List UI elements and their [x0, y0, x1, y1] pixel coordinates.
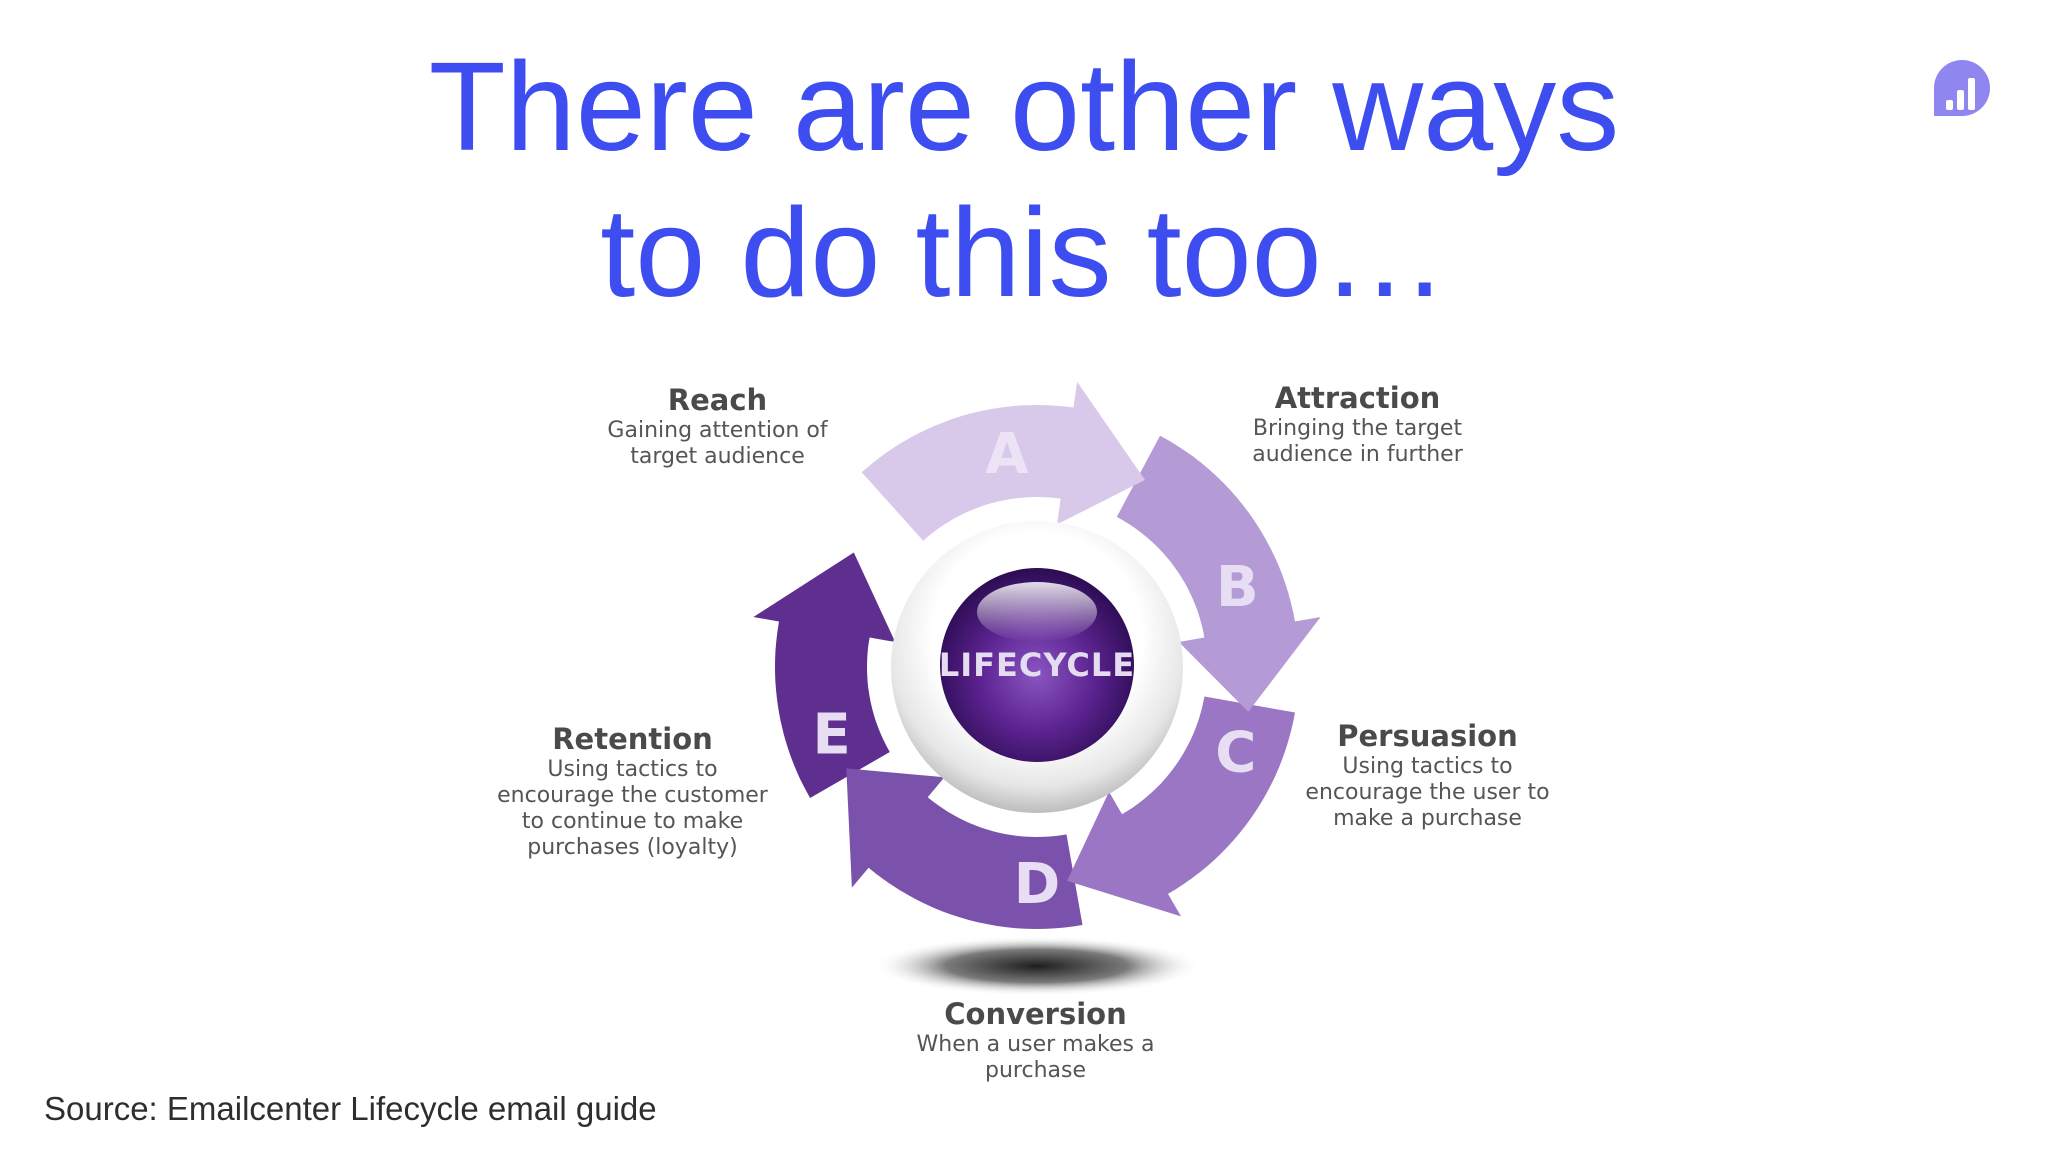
- stage-description-line: make a purchase: [1333, 806, 1522, 831]
- source-citation: Source: Emailcenter Lifecycle email guid…: [44, 1090, 657, 1127]
- stage-description-line: purchase: [985, 1058, 1086, 1083]
- stage-description-line: Gaining attention of: [607, 418, 828, 443]
- stage-title: Persuasion: [1337, 719, 1518, 753]
- arrow-stage-a: [861, 381, 1145, 541]
- stage-description-line: to continue to make: [521, 809, 744, 834]
- arrow-stage-d: [846, 768, 1083, 929]
- stage-description-line: audience in further: [1252, 442, 1463, 467]
- stage-title: Conversion: [944, 997, 1127, 1031]
- slide-title-line-1: There are other ways: [428, 36, 1620, 177]
- stage-letter-a: A: [985, 422, 1029, 487]
- stage-letter-e: E: [812, 703, 850, 768]
- arrow-stage-e: [753, 552, 896, 798]
- sphere-highlight: [977, 582, 1097, 642]
- cycle-arrows: [753, 381, 1321, 929]
- stage-letters: A B C D E: [812, 422, 1258, 917]
- arrow-stage-c: [1067, 696, 1295, 917]
- stage-title: Retention: [552, 722, 713, 756]
- slide-title-line-2: to do this too…: [600, 182, 1448, 323]
- stage-title: Attraction: [1274, 381, 1441, 415]
- stage-description-line: encourage the customer: [497, 783, 768, 808]
- arrow-stage-b: [1116, 435, 1321, 712]
- stage-description-line: When a user makes a: [916, 1032, 1155, 1057]
- diagram-shadow: [872, 936, 1202, 996]
- stage-title: Reach: [667, 383, 768, 417]
- bar-chart-logo-icon: [1934, 60, 1990, 116]
- stage-description-line: Bringing the target: [1252, 416, 1463, 441]
- slide-title: There are other ways to do this too…: [0, 34, 2048, 326]
- center-label: LIFECYCLE: [939, 646, 1135, 684]
- stage-description-line: Using tactics to: [1342, 754, 1513, 779]
- stage-letter-b: B: [1216, 555, 1259, 620]
- stage-description-line: encourage the user to: [1305, 780, 1550, 805]
- stage-description-line: target audience: [630, 444, 805, 469]
- stage-letter-c: C: [1215, 720, 1256, 785]
- stage-letter-d: D: [1014, 852, 1060, 917]
- stage-description-line: Using tactics to: [547, 757, 718, 782]
- stage-description-line: purchases (loyalty): [527, 835, 738, 860]
